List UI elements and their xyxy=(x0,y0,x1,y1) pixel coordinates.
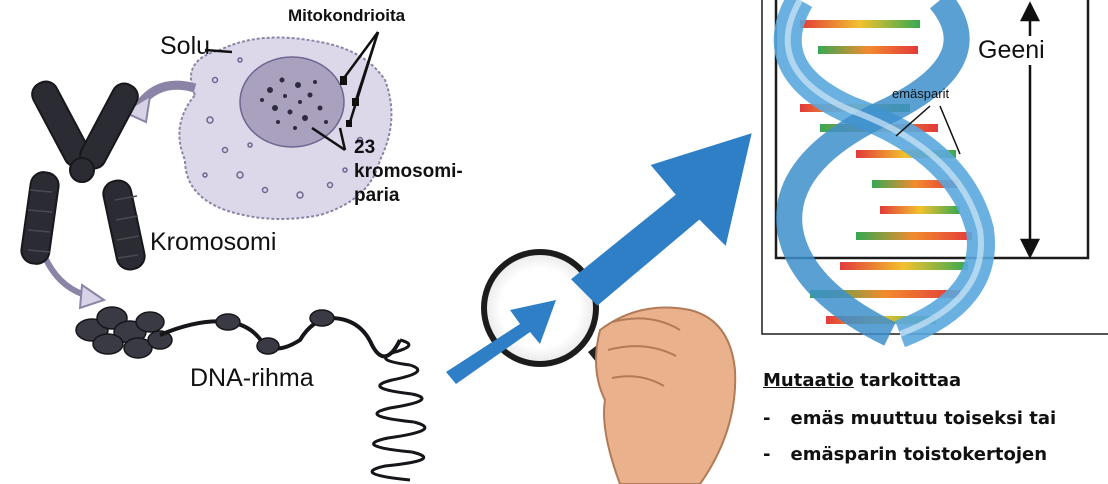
dna-strand-label: DNA-rihma xyxy=(190,364,314,393)
dna-strand xyxy=(76,307,425,480)
dna-coil xyxy=(372,340,425,480)
mutation-item-2: -emäsparin toistokertojen xyxy=(763,444,1047,465)
gene-label: Geeni xyxy=(978,36,1045,65)
mutation-title: Mutaatio tarkoittaa xyxy=(763,370,961,391)
bullet-dash: - xyxy=(763,408,770,429)
mutation-title-rest: tarkoittaa xyxy=(854,370,961,391)
hand-icon xyxy=(596,308,735,484)
mutation-item-text: emäsparin toistokertojen xyxy=(790,444,1047,465)
mutation-term: Mutaatio xyxy=(763,370,854,391)
chromosome xyxy=(20,77,147,272)
mutation-item-text: emäs muuttuu toiseksi tai xyxy=(790,408,1056,429)
mitochondria-label: Mitokondrioita xyxy=(288,4,405,28)
chromosome-pairs-line3: paria xyxy=(354,184,399,208)
chromosome-label: Kromosomi xyxy=(150,228,276,257)
bullet-dash: - xyxy=(763,444,770,465)
chromosome-pairs-line1: 23 xyxy=(354,136,375,160)
nucleus xyxy=(240,57,344,147)
mutation-item-1: -emäs muuttuu toiseksi tai xyxy=(763,408,1056,429)
base-pairs-label: emäsparit xyxy=(892,86,949,101)
cell-label: Solu xyxy=(160,32,210,61)
helix-panel xyxy=(762,0,1108,334)
large-zoom-arrow xyxy=(586,148,738,292)
chromosome-pairs-line2: kromosomi- xyxy=(354,160,463,184)
